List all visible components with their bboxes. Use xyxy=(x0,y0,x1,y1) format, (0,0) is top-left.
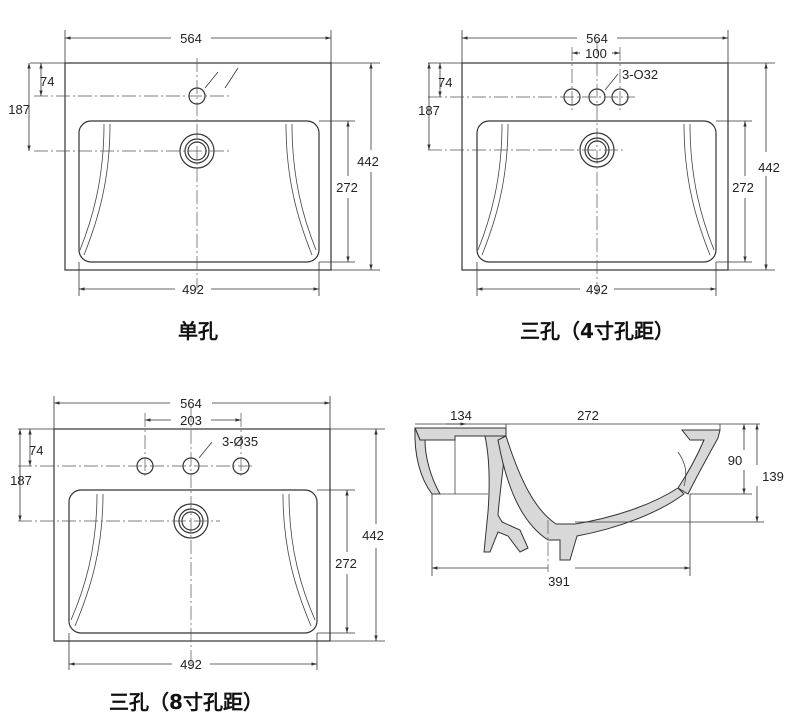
dim-base-width: 391 xyxy=(548,574,570,589)
dim-bowl-width: 492 xyxy=(586,282,608,297)
dim-inner-width: 272 xyxy=(577,408,599,423)
dim-depth: 442 xyxy=(362,528,384,543)
view-three-hole-8inch: 564 203 3-Ø35 74 187 442 272 492 三孔（8寸孔距… xyxy=(10,396,385,714)
dim-center-offset: 187 xyxy=(418,103,440,118)
dim-hole-offset: 74 xyxy=(40,74,54,89)
dim-holes: 3-O32 xyxy=(622,67,658,82)
dim-width: 564 xyxy=(180,31,202,46)
basin-outline xyxy=(64,62,332,271)
dim-hole-spacing: 203 xyxy=(180,413,202,428)
dim-depth: 442 xyxy=(758,160,780,175)
faucet-hole xyxy=(188,67,239,105)
section-profile xyxy=(414,427,721,561)
basin-outline xyxy=(461,62,729,271)
dim-center-offset: 187 xyxy=(8,102,30,117)
view-cross-section: 134 272 90 139 391 xyxy=(414,408,784,589)
dim-hole-offset: 74 xyxy=(438,75,452,90)
basin-outline xyxy=(53,428,331,642)
dim-hole-spacing: 100 xyxy=(585,46,607,61)
dim-total-height: 139 xyxy=(762,469,784,484)
dim-bowl-depth: 272 xyxy=(732,180,754,195)
view-three-hole-4inch: 564 100 3-O32 74 187 442 272 492 三孔（4寸孔距… xyxy=(418,30,780,343)
caption-three-hole-8inch: 三孔（8寸孔距） xyxy=(109,690,263,714)
dim-bowl-width: 492 xyxy=(180,657,202,672)
view-single-hole: 564 74 187 442 272 492 单孔 xyxy=(8,30,380,343)
caption-single-hole: 单孔 xyxy=(178,319,218,343)
dim-bowl-height: 90 xyxy=(728,453,742,468)
dim-width: 564 xyxy=(180,396,202,411)
dim-holes: 3-Ø35 xyxy=(222,434,258,449)
dim-hole-offset: 74 xyxy=(29,443,43,458)
dim-width: 564 xyxy=(586,31,608,46)
dim-bowl-depth: 272 xyxy=(336,180,358,195)
dim-rim: 134 xyxy=(450,408,472,423)
faucet-holes xyxy=(563,73,629,106)
dim-center-offset: 187 xyxy=(10,473,32,488)
caption-three-hole-4inch: 三孔（4寸孔距） xyxy=(520,319,674,343)
dim-bowl-width: 492 xyxy=(182,282,204,297)
dim-bowl-depth: 272 xyxy=(335,556,357,571)
dim-depth: 442 xyxy=(357,154,379,169)
